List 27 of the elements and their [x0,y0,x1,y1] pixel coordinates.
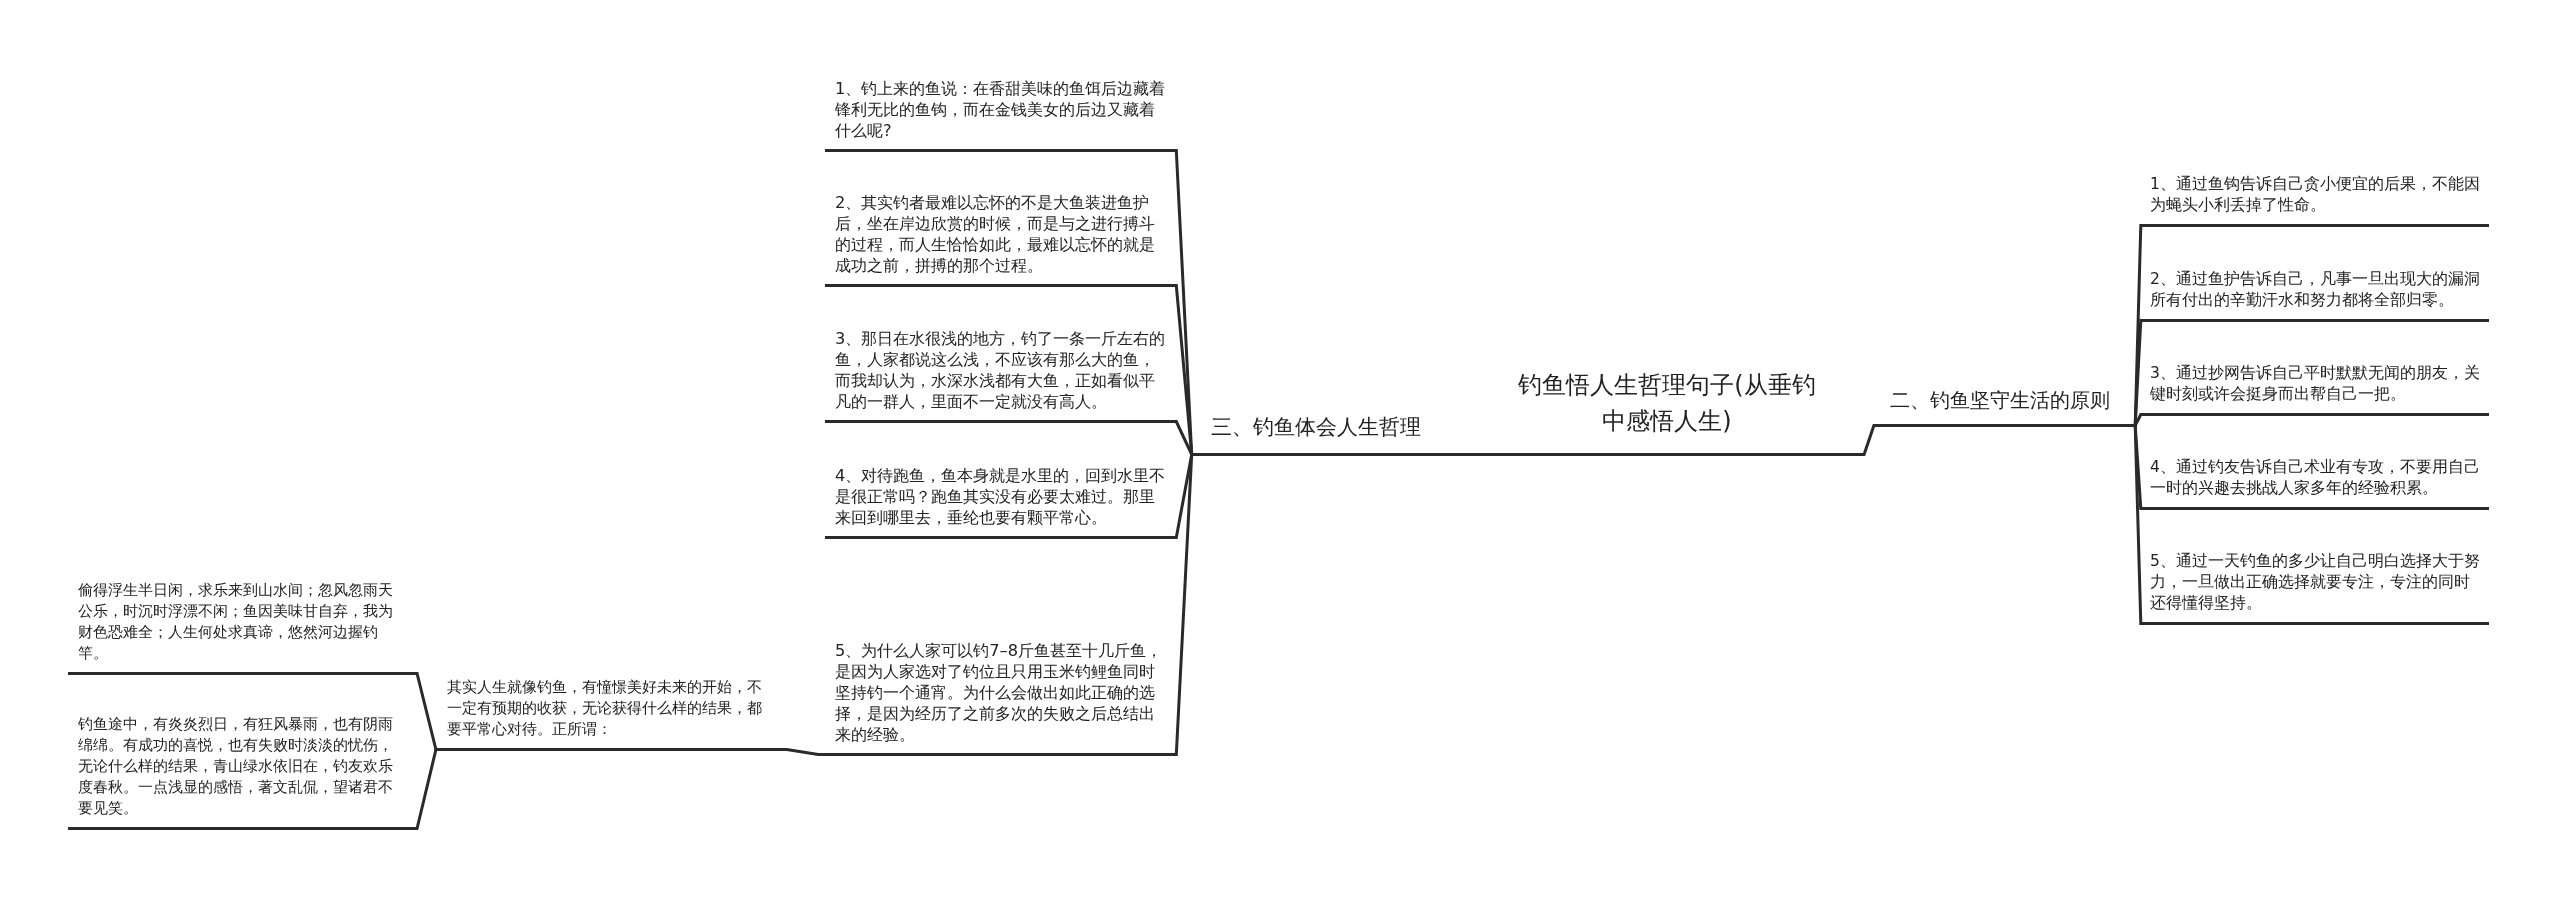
connector-line [1173,420,1195,456]
central-topic: 钓鱼悟人生哲理句子(从垂钓中感悟人生) [1472,363,1862,456]
connector-line [2132,424,2144,625]
branch-topic: 二、钓鱼坚守生活的原则 [1876,382,2134,427]
branch-topic: 三、钓鱼体会人生哲理 [1195,409,1440,456]
connector-line [780,748,825,756]
subtopic-text: 2、其实钓者最难以忘怀的不是大鱼装进鱼护后，坐在岸边欣赏的时候，而是与之进行搏斗的过程，而人生恰恰如此，最难以忘怀的就是成功之前，拼搏的那个过程。 [825,188,1173,287]
subtopic-text: 1、钓上来的鱼说：在香甜美味的鱼饵后边藏着锋利无比的鱼钩，而在金钱美女的后边又藏着什么呢? [825,74,1173,152]
subtopic-text: 1、通过鱼钩告诉自己贪小便宜的后果，不能因为蝇头小利丢掉了性命。 [2142,170,2489,227]
connector-line [1173,284,1195,456]
subtopic-text: 4、对待跑鱼，鱼本身就是水里的，回到水里不是很正常吗？跑鱼其实没有必要太难过。那里来回到哪里去，垂纶也要有颗平常心。 [825,461,1173,539]
connector-line [1173,453,1195,756]
subtopic-text: 偷得浮生半日闲，求乐来到山水间；忽风忽雨天公乐，时沉时浮漂不闲；鱼因美味甘自弃，我为财色恐难全；人生何处求真谛，悠然河边握钓竿。 [68,576,413,675]
subtopic-text: 3、通过抄网告诉自己平时默默无闻的朋友，关键时刻或许会挺身而出帮自己一把。 [2142,359,2489,416]
connector-line [413,748,440,830]
subtopic-text: 钓鱼途中，有炎炎烈日，有狂风暴雨，也有阴雨绵绵。有成功的喜悦，也有失败时淡淡的忧伤，无论什么样的结果，青山绿水依旧在，钓友欢乐度春秋。一点浅显的感悟，著文乱侃，望诸君不要见笑。 [68,710,413,830]
subtopic-text: 5、通过一天钓鱼的多少让自己明白选择大于努力，一旦做出正确选择就要专注，专注的同时还得懂得坚持。 [2142,547,2489,625]
subtopic-text: 2、通过鱼护告诉自己，凡事一旦出现大的漏洞所有付出的辛勤汗水和努力都将全部归零。 [2142,265,2489,322]
connector-line [413,672,440,751]
subtopic-text: 5、为什么人家可以钓7–8斤鱼甚至十几斤鱼，是因为人家选对了钓位且只用玉米钓鲤鱼同时坚持钓一个通宵。为什么会做出如此正确的选择，是因为经历了之前多次的失败之后总结出来的经验。 [825,636,1173,756]
subtopic-text: 4、通过钓友告诉自己术业有专攻，不要用自己一时的兴趣去挑战人家多年的经验积累。 [2142,453,2489,510]
connector-line [2133,413,2143,427]
subtopic-text: 其实人生就像钓鱼，有憧憬美好未来的开始，不一定有预期的收获，无论获得什么样的结果，都要平常心对待。正所谓： [440,673,780,751]
connector-line [1440,453,1472,456]
connector-line [2132,319,2144,427]
subtopic-text: 3、那日在水很浅的地方，钓了一条一斤左右的鱼，人家都说这么浅，不应该有那么大的鱼，而我却认为，水深水浅都有大鱼，正如看似平凡的一群人，里面不一定就没有高人。 [825,324,1173,423]
connector-line [1861,424,1877,456]
